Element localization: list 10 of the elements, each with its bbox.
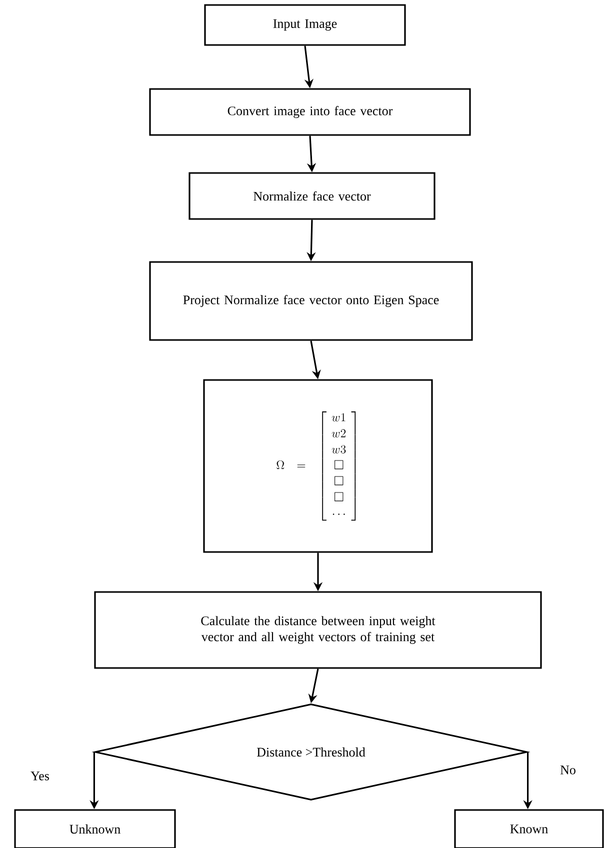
process-box: Input Image [204, 4, 406, 46]
process-box: Unknown [14, 809, 176, 848]
process-box: Calculate the distance between input weight vector and all weight vectors of training set [94, 591, 542, 669]
edge-label: Yes [30, 770, 50, 782]
process-box: Known [454, 809, 604, 848]
edge-label: No [559, 764, 577, 776]
process-box: Convert image into face vector [149, 88, 471, 136]
process-box: Project Normalize face vector onto Eigen Space [149, 261, 473, 341]
process-box: Normalize face vector [188, 172, 436, 220]
process-box: $\Omega=\left[\begin{array}{c}w1\\w2\\w3\\\square\\\square\\\square\\\cdots\end{array}\right]$ [203, 379, 433, 553]
